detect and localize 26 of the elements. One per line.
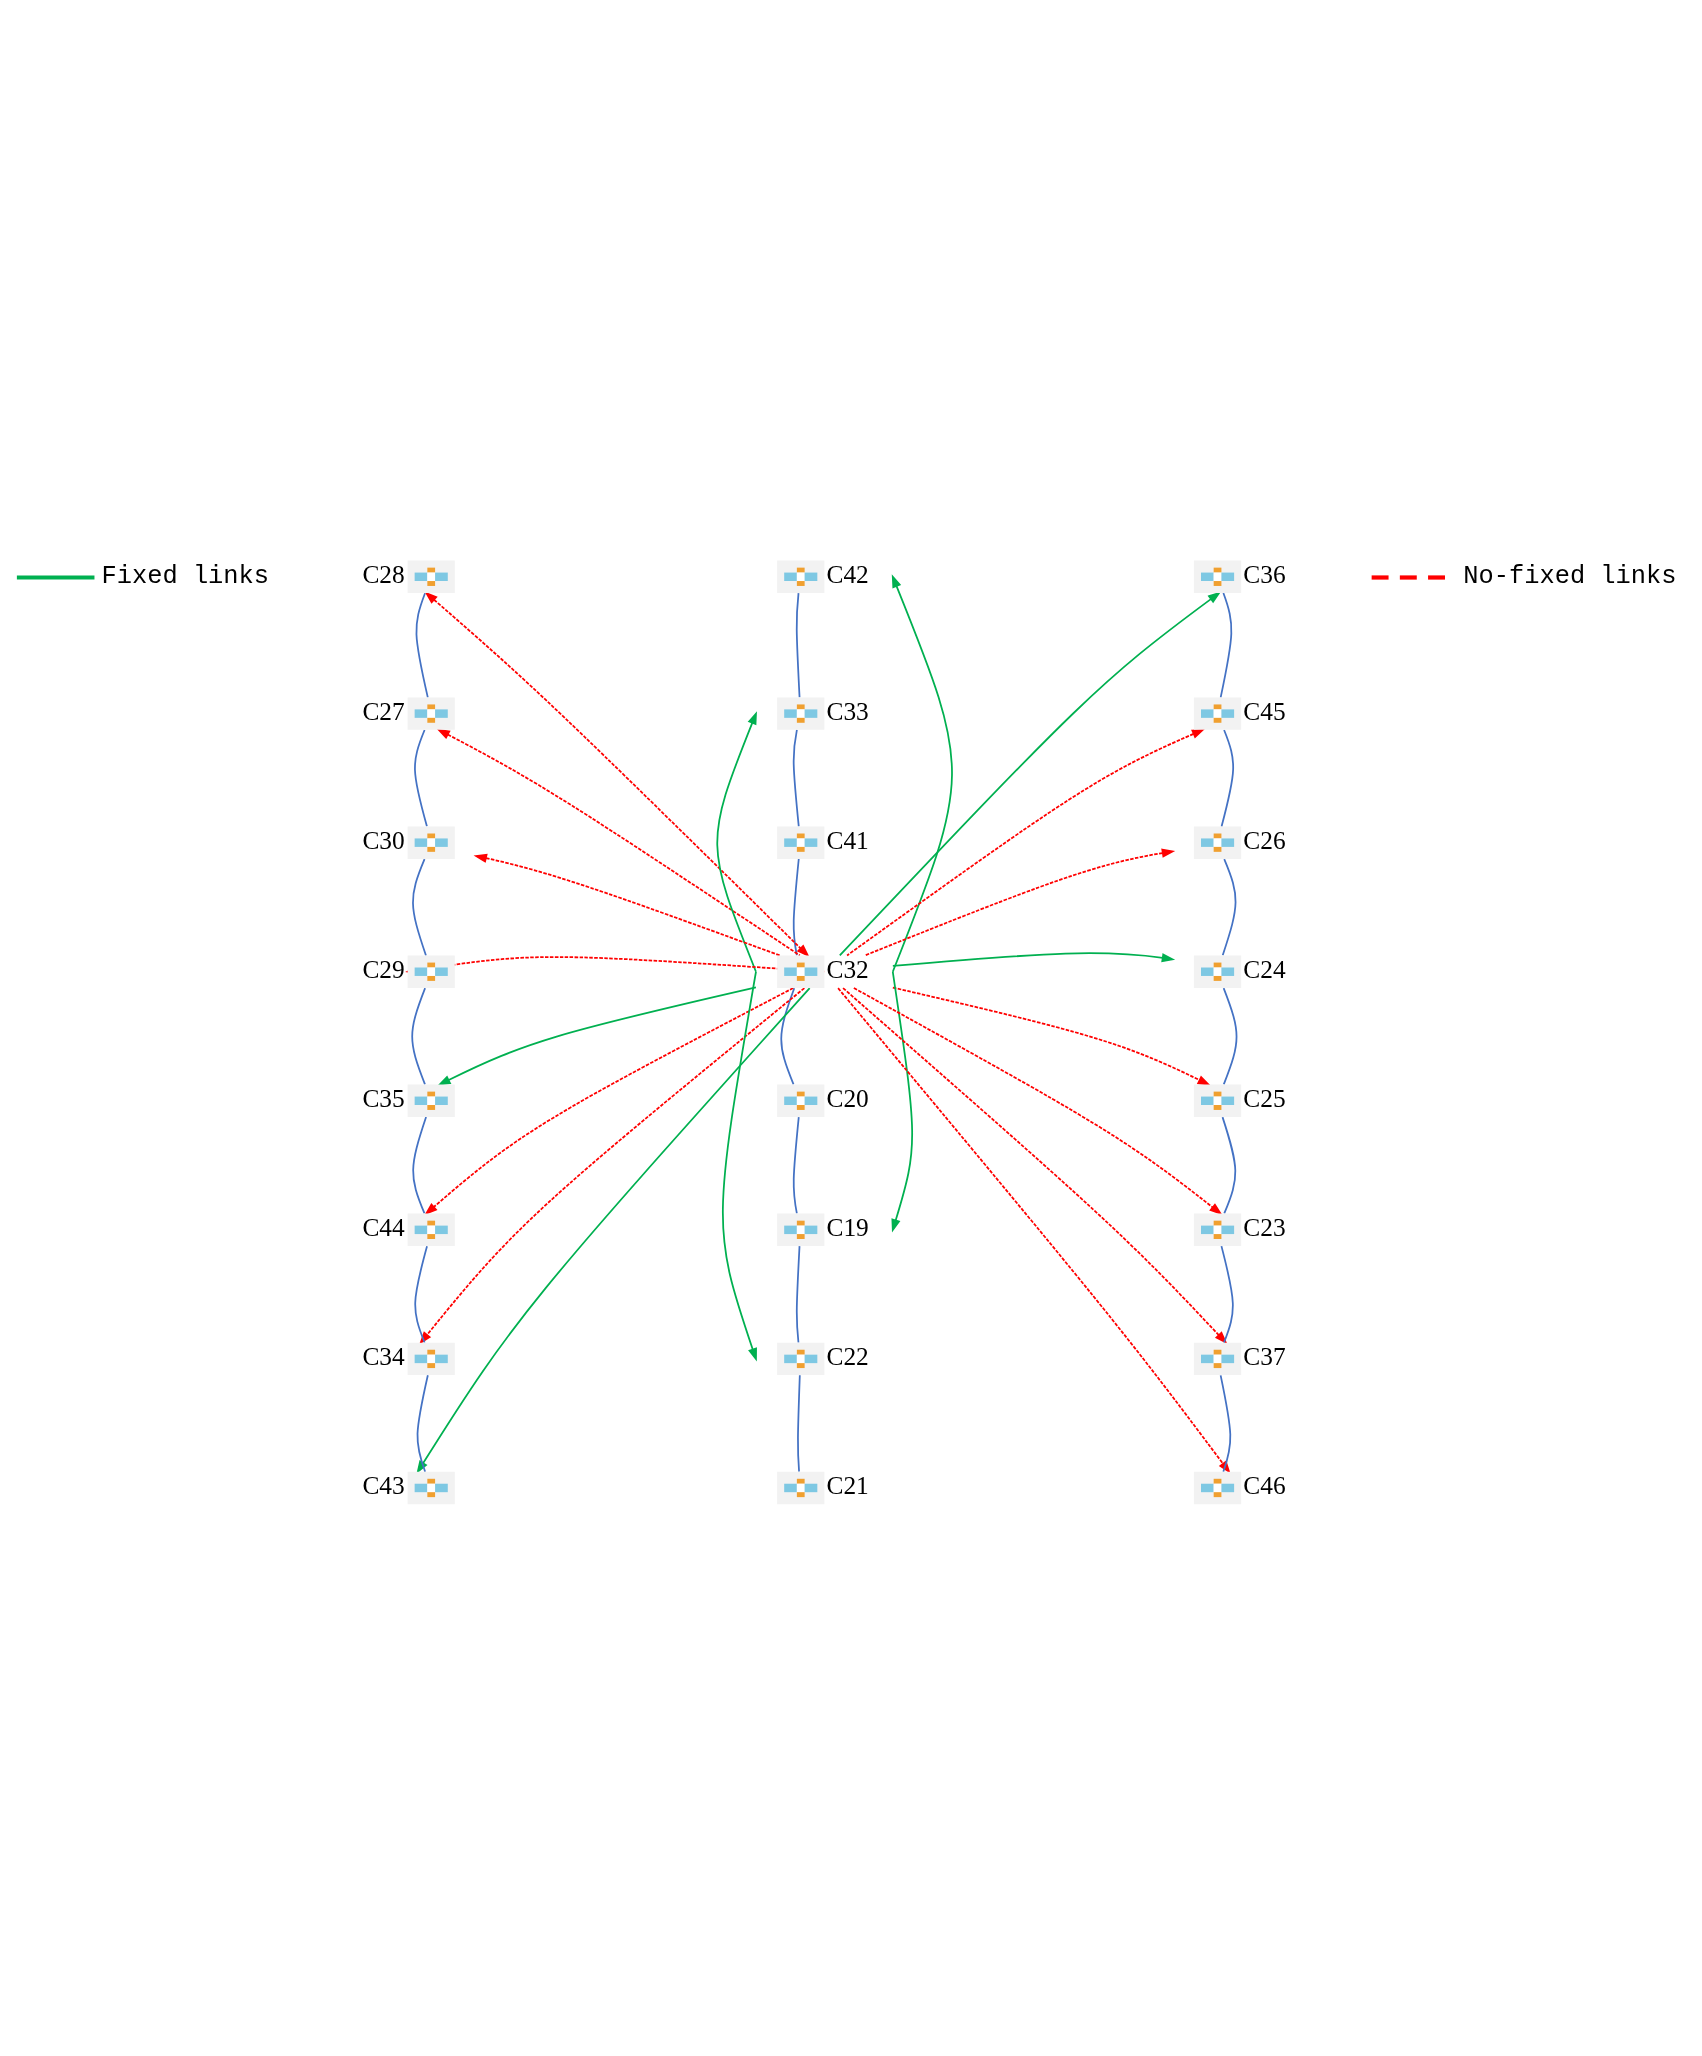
node-label: C37 bbox=[1243, 1341, 1286, 1370]
node-label: C26 bbox=[1243, 825, 1286, 854]
node-label: C35 bbox=[362, 1083, 405, 1112]
node-label: C32 bbox=[826, 954, 869, 983]
node-label: C43 bbox=[362, 1470, 405, 1499]
node-label: C23 bbox=[1243, 1212, 1286, 1241]
node-label: C24 bbox=[1243, 954, 1286, 983]
node-label: C21 bbox=[826, 1470, 869, 1499]
node-label: C20 bbox=[826, 1083, 869, 1112]
legend-label: No-fixed links bbox=[1463, 561, 1677, 591]
node-label: C45 bbox=[1243, 696, 1286, 725]
node-label: C44 bbox=[362, 1212, 405, 1241]
node-label: C29 bbox=[362, 954, 405, 983]
legend-label: Fixed links bbox=[101, 561, 270, 591]
node-label: C36 bbox=[1243, 559, 1286, 588]
node-label: C22 bbox=[826, 1341, 869, 1370]
node-label: C19 bbox=[826, 1212, 869, 1241]
node-label: C33 bbox=[826, 696, 869, 725]
node-label: C28 bbox=[362, 559, 405, 588]
node-label: C46 bbox=[1243, 1470, 1286, 1499]
node-label: C25 bbox=[1243, 1083, 1286, 1112]
node-label: C30 bbox=[362, 825, 405, 854]
node-label: C42 bbox=[826, 559, 869, 588]
node-label: C41 bbox=[826, 825, 869, 854]
node-label: C34 bbox=[362, 1341, 405, 1370]
node-label: C27 bbox=[362, 696, 405, 725]
